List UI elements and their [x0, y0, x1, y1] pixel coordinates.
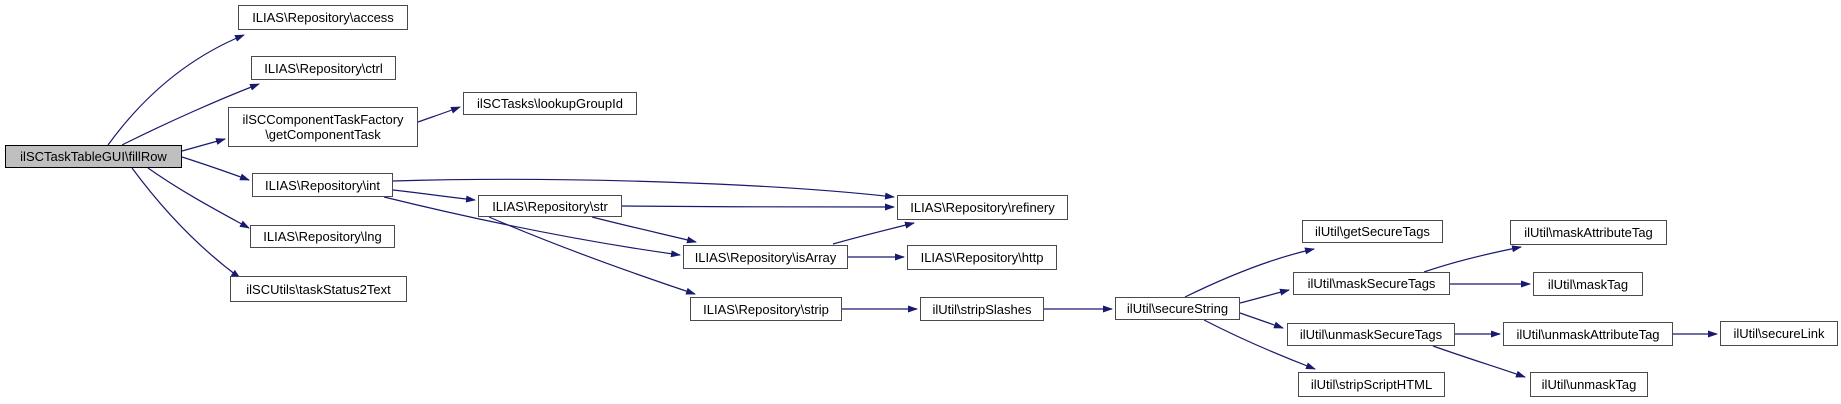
node-label: ilUtil\secureLink	[1733, 326, 1825, 341]
node-label: ILIAS\Repository\refinery	[910, 200, 1055, 215]
node-refinery[interactable]: ILIAS\Repository\refinery	[897, 195, 1068, 220]
node-taskStatus2Text[interactable]: ilSCUtils\taskStatus2Text	[230, 276, 407, 302]
node-label: ILIAS\Repository\int	[265, 177, 380, 193]
node-http[interactable]: ILIAS\Repository\http	[907, 245, 1057, 270]
node-stripSlashes[interactable]: ilUtil\stripSlashes	[920, 297, 1044, 321]
node-label: ILIAS\Repository\isArray	[694, 249, 837, 265]
edge-fillRow-ctrl	[121, 83, 260, 146]
edge-fillRow-access	[107, 34, 245, 146]
node-label: ilUtil\getSecureTags	[1315, 224, 1430, 239]
node-label: ilUtil\unmaskSecureTags	[1299, 327, 1443, 342]
node-access[interactable]: ILIAS\Repository\access	[238, 5, 408, 30]
node-maskTag[interactable]: ilUtil\maskTag	[1533, 272, 1643, 296]
node-label: ilSCUtils\taskStatus2Text	[246, 281, 391, 297]
node-label: ILIAS\Repository\http	[920, 250, 1044, 265]
node-maskSecureTags[interactable]: ilUtil\maskSecureTags	[1293, 272, 1450, 295]
node-label: ILIAS\Repository\str	[492, 198, 608, 214]
node-label: ILIAS\Repository\lng	[263, 229, 382, 244]
node-lng[interactable]: ILIAS\Repository\lng	[250, 225, 395, 248]
node-label: ilUtil\maskSecureTags	[1307, 276, 1436, 291]
edge-secureString-maskSecureTags	[1239, 288, 1290, 304]
edge-int-isArray	[383, 196, 681, 258]
node-unmaskAttributeTag[interactable]: ilUtil\unmaskAttributeTag	[1503, 322, 1673, 346]
edge-maskSecureTags-maskAttributeTag	[1423, 245, 1522, 273]
node-label: ilUtil\stripSlashes	[932, 301, 1032, 317]
node-ctrl[interactable]: ILIAS\Repository\ctrl	[251, 56, 396, 80]
node-isArray[interactable]: ILIAS\Repository\isArray	[683, 245, 848, 269]
edge-getComponentTask-lookupGroupId	[417, 106, 461, 123]
node-label: ILIAS\Repository\access	[252, 10, 394, 25]
node-label: ilUtil\unmaskTag	[1541, 377, 1637, 392]
node-lookupGroupId[interactable]: ilSCTasks\lookupGroupId	[463, 92, 637, 115]
node-secureLink[interactable]: ilUtil\secureLink	[1720, 321, 1838, 346]
node-label: ilUtil\unmaskAttributeTag	[1516, 326, 1660, 342]
node-getSecureTags[interactable]: ilUtil\getSecureTags	[1302, 220, 1443, 243]
node-secureString[interactable]: ilUtil\secureString	[1115, 297, 1240, 320]
edge-secureString-stripScriptHTML	[1203, 319, 1316, 370]
node-strip[interactable]: ILIAS\Repository\strip	[690, 297, 842, 321]
edge-fillRow-lng	[147, 167, 250, 229]
edge-isArray-refinery	[832, 221, 915, 245]
node-stripScriptHTML[interactable]: ilUtil\stripScriptHTML	[1298, 372, 1445, 397]
node-str[interactable]: ILIAS\Repository\str	[478, 195, 622, 217]
edge-int-refinery	[392, 178, 895, 200]
node-label: ilSCTaskTableGUI\fillRow	[20, 149, 167, 164]
node-label: ilUtil\stripScriptHTML	[1310, 377, 1433, 392]
node-label: ilUtil\maskTag	[1547, 276, 1629, 292]
node-getComponentTask[interactable]: ilSCComponentTaskFactory \getComponentTa…	[228, 107, 418, 147]
edge-unmaskSecureTags-unmaskTag	[1432, 345, 1526, 378]
node-label: ILIAS\Repository\ctrl	[264, 60, 383, 76]
node-int[interactable]: ILIAS\Repository\int	[252, 173, 393, 197]
edge-str-strip	[488, 216, 696, 295]
node-fillRow[interactable]: ilSCTaskTableGUI\fillRow	[5, 145, 182, 168]
node-unmaskTag[interactable]: ilUtil\unmaskTag	[1530, 372, 1648, 397]
edge-str-refinery	[621, 203, 895, 211]
edge-fillRow-taskStatus2Text	[131, 167, 241, 279]
edge-str-isArray	[591, 216, 697, 244]
edge-fillRow-int	[181, 156, 250, 181]
edge-int-str	[392, 189, 476, 203]
node-maskAttributeTag[interactable]: ilUtil\maskAttributeTag	[1510, 220, 1667, 245]
node-label: ilUtil\secureString	[1126, 301, 1229, 316]
node-label: ilSCComponentTaskFactory \getComponentTa…	[242, 112, 404, 142]
node-label: ilUtil\maskAttributeTag	[1524, 225, 1653, 240]
edge-fillRow-getComponentTask	[181, 138, 226, 152]
node-label: ILIAS\Repository\strip	[703, 301, 829, 317]
edge-secureString-getSecureTags	[1184, 247, 1315, 298]
edge-secureString-unmaskSecureTags	[1239, 312, 1284, 329]
node-unmaskSecureTags[interactable]: ilUtil\unmaskSecureTags	[1287, 323, 1455, 346]
node-label: ilSCTasks\lookupGroupId	[477, 96, 623, 111]
